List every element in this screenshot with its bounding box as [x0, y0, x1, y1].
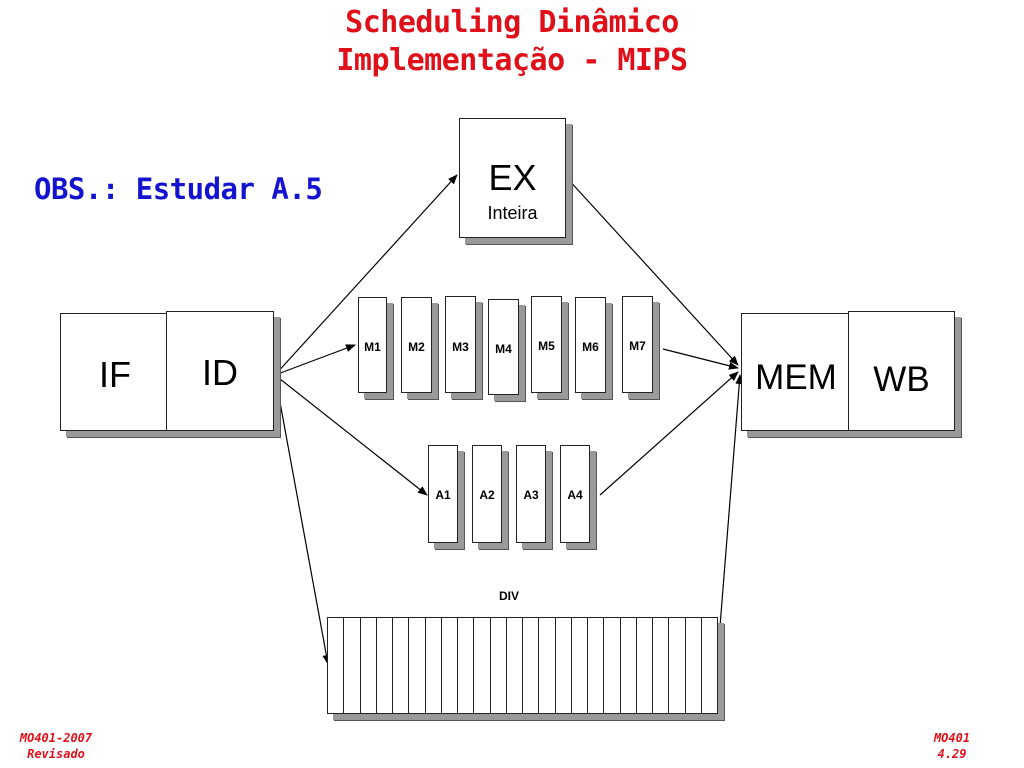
- stage-ex: EX Inteira: [459, 118, 566, 238]
- add-unit-label: A3: [523, 488, 539, 502]
- divider-segment: [359, 617, 377, 714]
- divider-segment: [684, 617, 702, 714]
- stage-ex-sublabel: Inteira: [487, 203, 538, 223]
- footer-revision: Revisado: [27, 747, 85, 761]
- stage-wb: WB: [848, 311, 955, 431]
- arrow-id-to-div: [274, 374, 331, 665]
- add-unit-2: A2: [472, 445, 502, 543]
- mult-unit-label: M5: [538, 339, 555, 353]
- mult-unit-label: M2: [408, 340, 425, 354]
- mult-unit-label: M1: [364, 340, 381, 354]
- page-title-line1: Scheduling Dinâmico: [345, 5, 679, 40]
- divider-segment: [473, 617, 491, 714]
- footer-course-code: MO401: [933, 731, 971, 745]
- divider-segment: [375, 617, 393, 714]
- divider-segment: [522, 617, 540, 714]
- divider-segment: [668, 617, 686, 714]
- stage-id: ID: [166, 311, 274, 431]
- stage-if: IF: [60, 313, 170, 431]
- arrow-add-to-mem: [599, 371, 739, 496]
- divider-segment: [408, 617, 426, 714]
- divider-segment: [392, 617, 410, 714]
- stage-ex-label: EX: [488, 157, 537, 198]
- mult-unit-2: M2: [401, 297, 432, 393]
- mult-unit-1: M1: [358, 297, 387, 393]
- divider-segment: [635, 617, 653, 714]
- divider-segment: [538, 617, 556, 714]
- stage-id-label: ID: [202, 352, 238, 393]
- divider-segment: [343, 617, 361, 714]
- divider-segment: [700, 617, 718, 714]
- divider-segment: [424, 617, 442, 714]
- add-unit-label: A1: [435, 488, 451, 502]
- add-unit-label: A4: [567, 488, 583, 502]
- divider-segment: [457, 617, 475, 714]
- mult-unit-3: M3: [445, 296, 476, 393]
- footer-left: MO401-2007 Revisado: [6, 730, 106, 762]
- footer-course: MO401-2007: [19, 731, 93, 745]
- mult-unit-4: M4: [488, 299, 519, 395]
- mult-unit-5: M5: [531, 296, 562, 393]
- divider-segment: [327, 617, 345, 714]
- mult-unit-label: M6: [582, 340, 599, 354]
- divider-segment: [619, 617, 637, 714]
- stage-if-label: IF: [99, 354, 131, 395]
- divider-segment: [603, 617, 621, 714]
- footer-slide-number: 4.29: [937, 747, 967, 761]
- page-title-line2: Implementação - MIPS: [336, 43, 688, 78]
- divider-segment: [570, 617, 588, 714]
- arrow-ex-to-mem: [566, 177, 739, 366]
- divider-segment: [440, 617, 458, 714]
- divider-segment: [489, 617, 507, 714]
- arrow-id-to-ex: [274, 174, 458, 376]
- footer-right: MO401 4.29: [912, 730, 992, 762]
- divider-segment: [554, 617, 572, 714]
- mult-unit-7: M7: [622, 296, 653, 393]
- add-unit-label: A2: [479, 488, 495, 502]
- divider-label: DIV: [499, 589, 520, 603]
- add-unit-1: A1: [428, 445, 458, 543]
- add-unit-3: A3: [516, 445, 546, 543]
- divider-segment: [652, 617, 670, 714]
- divider-segment: [505, 617, 523, 714]
- divider-unit: [327, 617, 718, 714]
- mult-unit-label: M4: [495, 342, 512, 356]
- mult-unit-6: M6: [575, 297, 606, 393]
- stage-mem-label: MEM: [755, 358, 837, 397]
- arrow-div-to-mem: [716, 374, 744, 665]
- mult-unit-label: M7: [629, 339, 646, 353]
- stage-mem: MEM: [741, 313, 851, 431]
- arrow-mult-to-mem: [662, 348, 739, 370]
- observation-note: OBS.: Estudar A.5: [34, 172, 323, 206]
- arrow-id-to-add: [274, 374, 428, 496]
- add-unit-4: A4: [560, 445, 590, 543]
- arrow-id-to-mult: [274, 344, 356, 376]
- divider-segment: [587, 617, 605, 714]
- stage-wb-label: WB: [873, 360, 930, 399]
- mult-unit-label: M3: [452, 340, 469, 354]
